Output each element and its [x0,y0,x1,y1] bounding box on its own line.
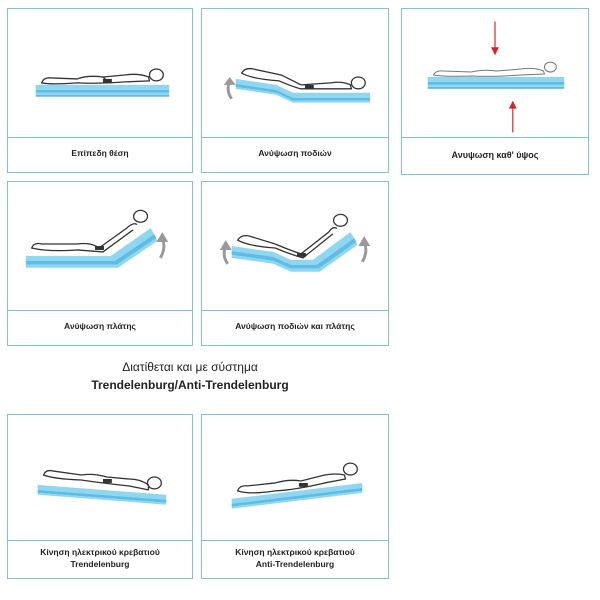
bed-illustration [202,182,388,311]
patient-figure [240,67,366,90]
arrow-down-icon [491,21,499,56]
mattress [231,232,358,272]
bed-illustration [202,9,388,138]
bed-illustration [402,9,588,138]
note-line-2: Trendelenburg/Anti-Trendelenburg [91,378,289,392]
curved-arrow-icon [219,240,232,265]
patient-figure [31,209,149,253]
bed-illustration [8,9,192,138]
mattress [231,482,363,509]
position-caption: Επίπεδη θέση [71,148,129,159]
bed-illustration [8,182,192,311]
position-card-legs-raised: Ανύψωση ποδιών [201,8,389,173]
bed-illustration [8,415,192,541]
patient-figure [40,68,164,85]
mattress [35,84,170,97]
mattress [427,76,565,89]
bed-illustration [202,415,388,541]
patient-figure [433,61,557,77]
curved-arrow-icon [223,76,236,100]
position-card-trendelenburg: Κίνηση ηλεκτρικού κρεβατιού Trendelenbur… [7,414,193,579]
patient-figure [236,462,358,494]
position-caption: Κίνηση ηλεκτρικού κρεβατιού Anti-Trendel… [235,547,355,569]
trendelenburg-note: Διατίθεται και με σύστημα Trendelenburg/… [40,360,340,392]
mattress [25,228,158,268]
position-caption: Ανυψωση καθ' ύψος [451,149,539,160]
position-caption: Ανύψωση πλάτης [64,321,136,332]
mattress [37,484,167,505]
curved-arrow-icon [358,236,371,263]
position-caption: Ανύψωση ποδιών [258,148,332,159]
patient-figure [42,469,162,491]
position-caption: Ανύψωση ποδιών και πλάτης [235,321,355,332]
mattress [235,78,371,103]
note-line-1: Διατίθεται και με σύστημα [122,360,258,374]
position-caption: Κίνηση ηλεκτρικού κρεβατιού Trendelenbur… [40,547,160,569]
curved-arrow-icon [156,232,169,259]
position-card-flat: Επίπεδη θέση [7,8,193,173]
position-card-back-raised: Ανύψωση πλάτης [7,181,193,346]
arrow-up-icon [508,100,517,133]
position-card-legs-back-raised: Ανύψωση ποδιών και πλάτης [201,181,389,346]
position-card-anti-trendelenburg: Κίνηση ηλεκτρικού κρεβατιού Anti-Trendel… [201,414,389,579]
position-card-height-adjust: Ανυψωση καθ' ύψος [401,8,589,175]
